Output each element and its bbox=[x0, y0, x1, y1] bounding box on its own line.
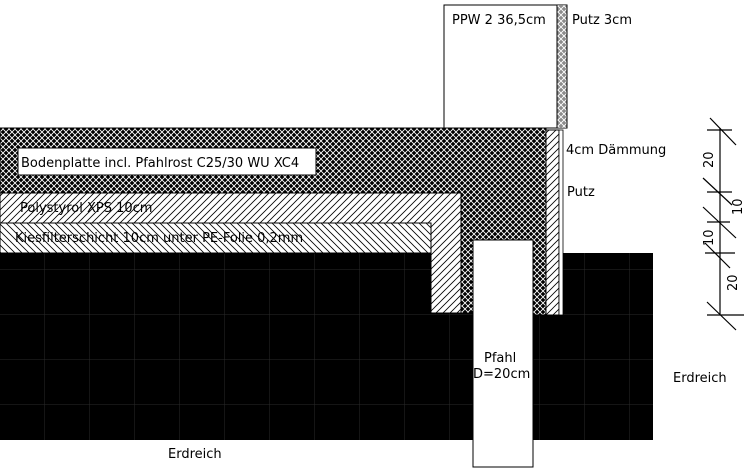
xps-label: Polystyrol XPS 10cm bbox=[20, 201, 152, 216]
plaster-strip bbox=[558, 129, 564, 316]
dimension-label: 20 bbox=[726, 274, 741, 291]
pile-label: Pfahl bbox=[484, 351, 516, 366]
slab-label: Bodenplatte incl. Pfahlrost C25/30 WU XC… bbox=[21, 156, 299, 171]
wall-label: PPW 2 36,5cm bbox=[452, 13, 546, 28]
gravel-label: Kiesfilterschicht 10cm unter PE-Folie 0,… bbox=[15, 231, 303, 246]
pile bbox=[472, 239, 534, 468]
soil-right-label: Erdreich bbox=[673, 371, 727, 386]
soil-bottom-label: Erdreich bbox=[168, 447, 222, 462]
plaster-top-label: Putz 3cm bbox=[572, 13, 632, 28]
insulation-label: 4cm Dämmung bbox=[566, 143, 666, 158]
dimension-label: 10 bbox=[731, 198, 746, 215]
pile-diameter-label: D=20cm bbox=[473, 367, 530, 382]
gravel-layer bbox=[0, 222, 432, 254]
perimeter-insulation bbox=[545, 129, 560, 316]
plaster-label: Putz bbox=[567, 185, 595, 200]
dimension-label: 10 bbox=[702, 229, 717, 246]
dimension-chain bbox=[702, 117, 744, 331]
dimension-label: 20 bbox=[702, 151, 717, 168]
masonry-wall bbox=[443, 4, 558, 129]
